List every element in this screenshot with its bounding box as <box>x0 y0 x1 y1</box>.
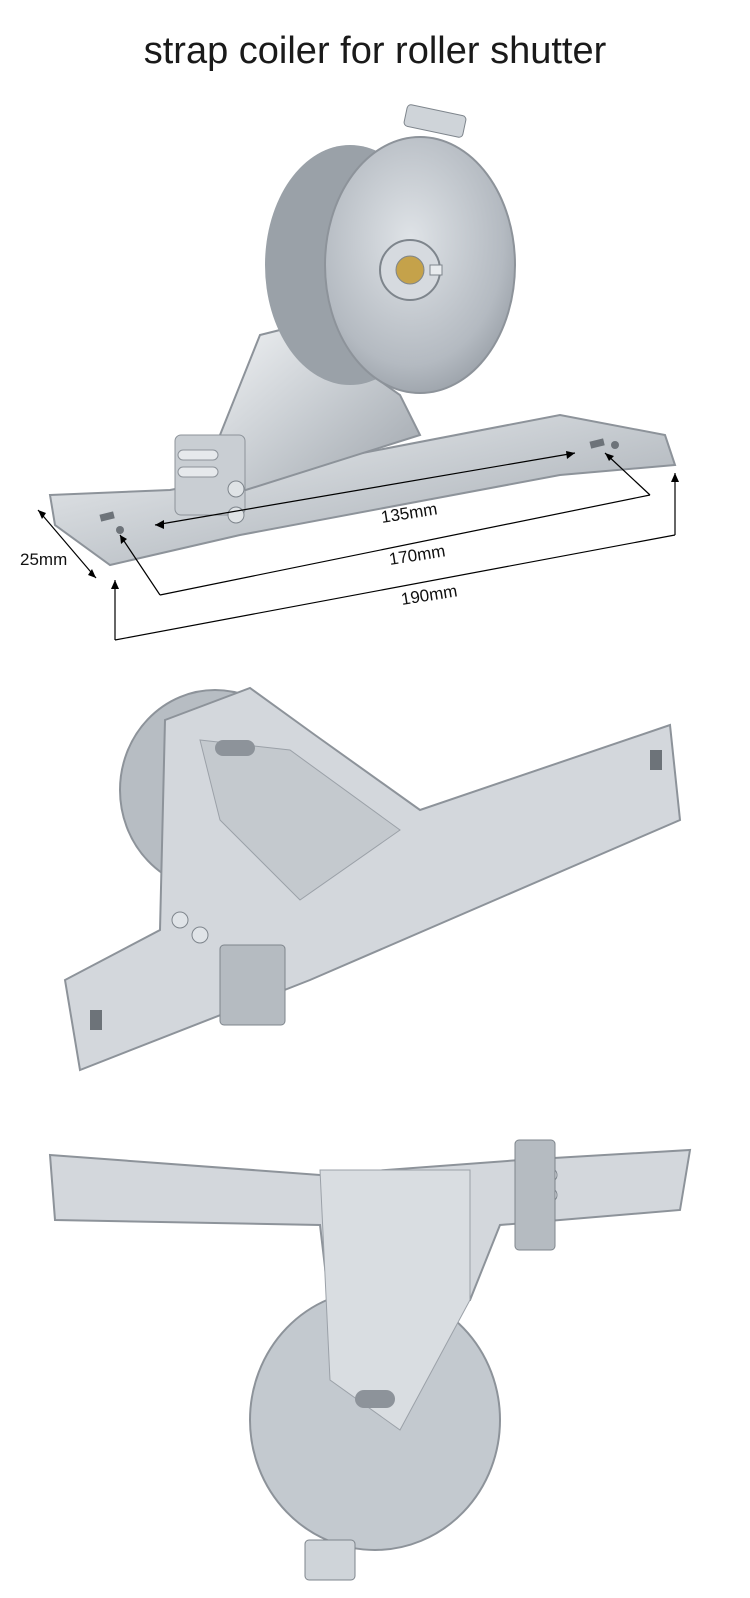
dim-label-slot-spacing: 170mm <box>388 541 447 569</box>
strap-guide <box>514 1139 556 1251</box>
end-slot <box>650 750 662 770</box>
rivet <box>171 911 189 929</box>
end-slot <box>90 1010 102 1030</box>
product-photo-top-view <box>48 1139 692 1581</box>
arm-rib <box>319 1169 471 1431</box>
dim-label-width: 25mm <box>20 550 67 569</box>
coiler-disc <box>265 104 516 394</box>
center-slot <box>215 740 255 756</box>
page-title: strap coiler for roller shutter <box>143 30 607 72</box>
strap-guide <box>174 434 246 524</box>
strap-guide <box>219 944 286 1026</box>
clip <box>304 1539 356 1581</box>
product-photo-front-view: 25mm 135mm 170mm 190mm <box>20 104 679 641</box>
rivet <box>191 926 209 944</box>
arm-rib <box>199 739 401 901</box>
product-photo-back-view <box>63 686 682 1072</box>
dimension-lines <box>37 452 676 641</box>
center-slot <box>355 1390 395 1408</box>
arrowheads <box>38 451 679 589</box>
